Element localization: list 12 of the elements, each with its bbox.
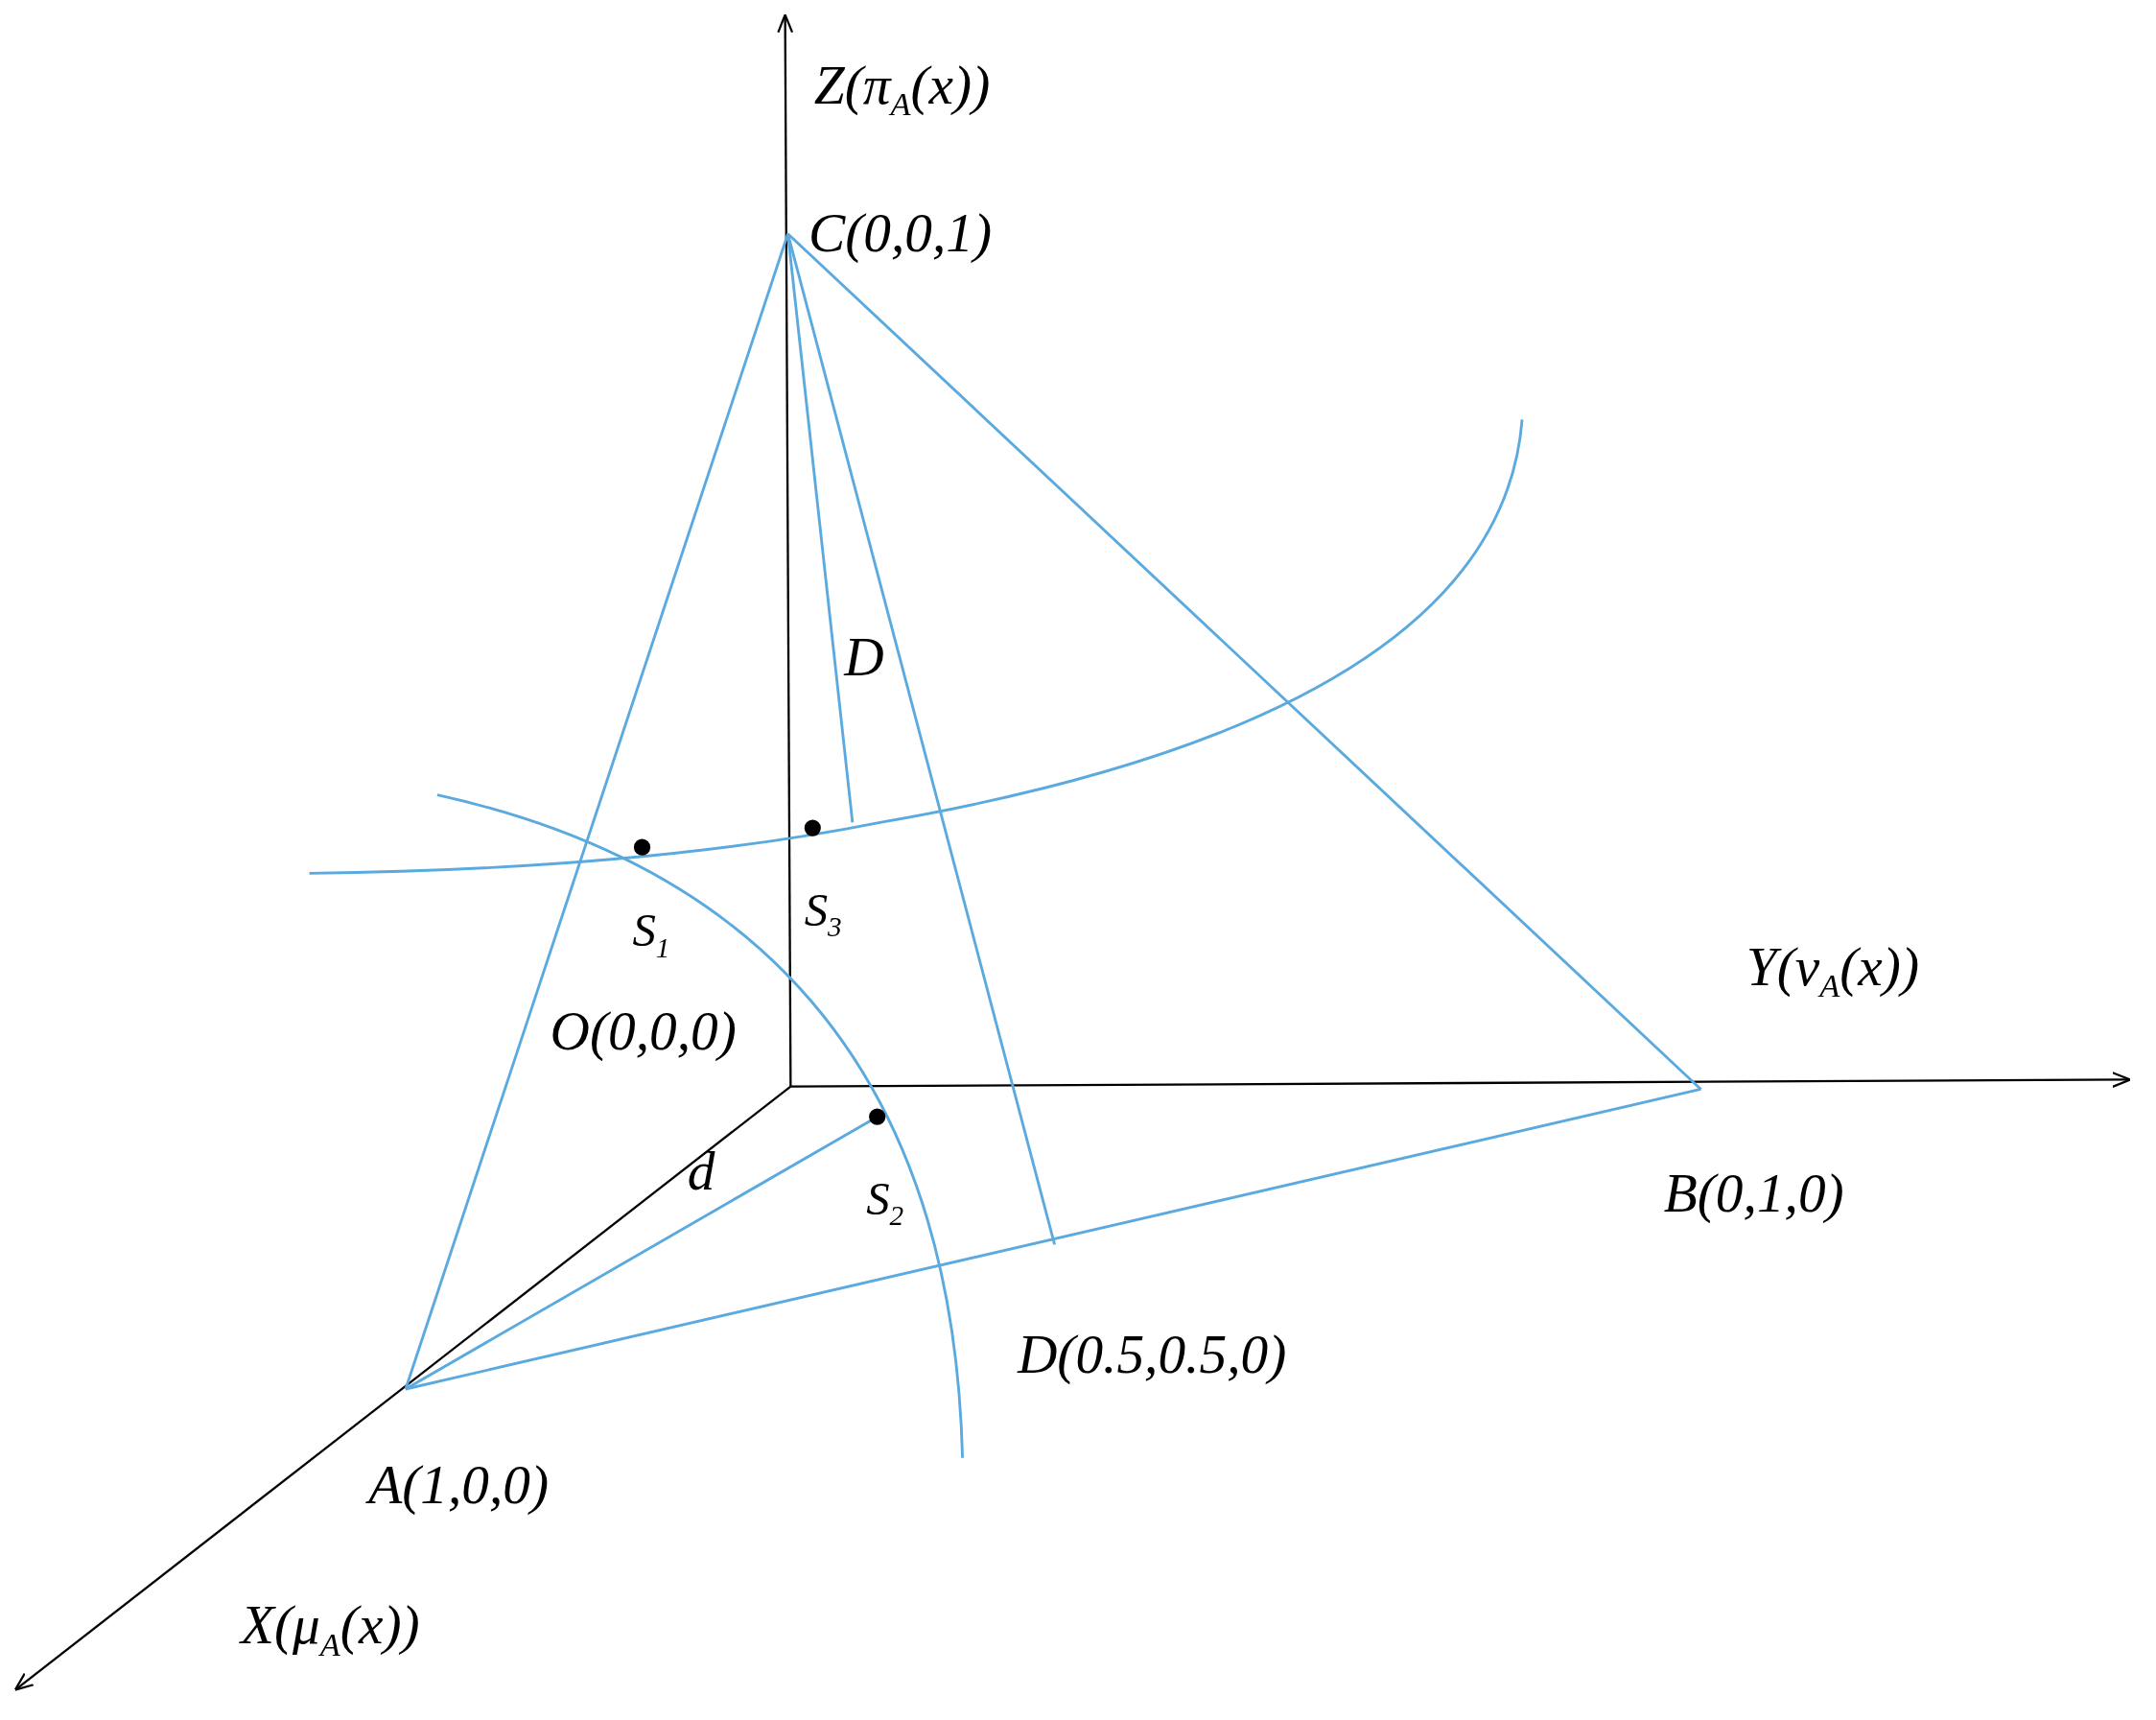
axis-label: Z(π$_{A}$(x)) (813, 58, 991, 122)
axis-label: Y(ν$_{A}$(x)) (1746, 939, 1919, 1003)
length-label: d (687, 1143, 715, 1200)
point-label: S$_{3}$ (804, 886, 842, 941)
point-label: D(0.5,0.5,0) (1017, 1327, 1287, 1382)
axis-label: X(μ$_{A}$(x)) (240, 1597, 420, 1661)
point-label: B(0,1,0) (1663, 1166, 1844, 1222)
point-label: O(0,0,0) (550, 1003, 737, 1059)
point-label: S$_{2}$ (866, 1175, 904, 1230)
length-label: D (844, 629, 884, 685)
point-label: S$_{1}$ (632, 907, 670, 962)
point-label: C(0,0,1) (808, 206, 993, 262)
